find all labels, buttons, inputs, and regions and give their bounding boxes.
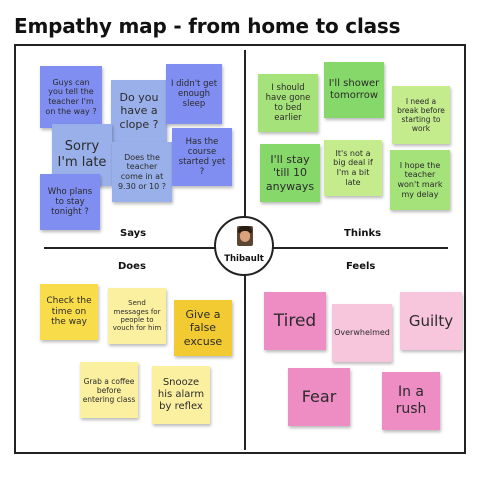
persona-circle: Thibault xyxy=(214,216,274,276)
sticky-note[interactable]: Check the time on the way xyxy=(40,284,98,340)
sticky-note[interactable]: Guys can you tell the teacher I'm on the… xyxy=(40,66,102,128)
avatar xyxy=(237,226,253,246)
avatar-face xyxy=(240,231,250,242)
sticky-note[interactable]: I hope the teacher won't mark my delay xyxy=(390,150,450,210)
sticky-note[interactable]: Has the course started yet ? xyxy=(172,128,232,186)
sticky-note[interactable]: Do you have a clope ? xyxy=(111,80,167,142)
avatar-hair xyxy=(238,226,252,233)
sticky-note[interactable]: Tired xyxy=(264,292,326,350)
sticky-note[interactable]: Send messages for people to vouch for hi… xyxy=(108,288,166,344)
sticky-note[interactable]: I'll stay 'till 10 anyways xyxy=(260,144,320,202)
persona-name: Thibault xyxy=(224,254,264,264)
quadrant-label-feels: Feels xyxy=(346,261,376,272)
sticky-note[interactable]: Grab a coffee before entering class xyxy=(80,362,138,418)
sticky-note[interactable]: Give a false excuse xyxy=(174,300,232,356)
sticky-note[interactable]: I should have gone to bed earlier xyxy=(258,74,318,132)
sticky-note[interactable]: Fear xyxy=(288,368,350,426)
sticky-note[interactable]: Overwhelmed xyxy=(332,304,392,362)
page-title: Empathy map - from home to class xyxy=(14,14,401,38)
quadrant-label-thinks: Thinks xyxy=(344,228,382,239)
sticky-note[interactable]: It's not a big deal if I'm a bit late xyxy=(324,140,382,196)
sticky-note[interactable]: I didn't get enough sleep xyxy=(166,64,222,124)
sticky-note[interactable]: Does the teacher come in at 9.30 or 10 ? xyxy=(112,142,172,202)
sticky-note[interactable]: Who plans to stay tonight ? xyxy=(40,174,100,230)
sticky-note[interactable]: Guilty xyxy=(400,292,462,350)
quadrant-label-says: Says xyxy=(120,228,147,239)
sticky-note[interactable]: Snooze his alarm by reflex xyxy=(152,366,210,424)
sticky-note[interactable]: In a rush xyxy=(382,372,440,430)
quadrant-label-does: Does xyxy=(118,261,146,272)
empathy-map-board xyxy=(14,44,466,454)
sticky-note[interactable]: I'll shower tomorrow xyxy=(324,62,384,118)
sticky-note[interactable]: I need a break before starting to work xyxy=(392,86,450,144)
